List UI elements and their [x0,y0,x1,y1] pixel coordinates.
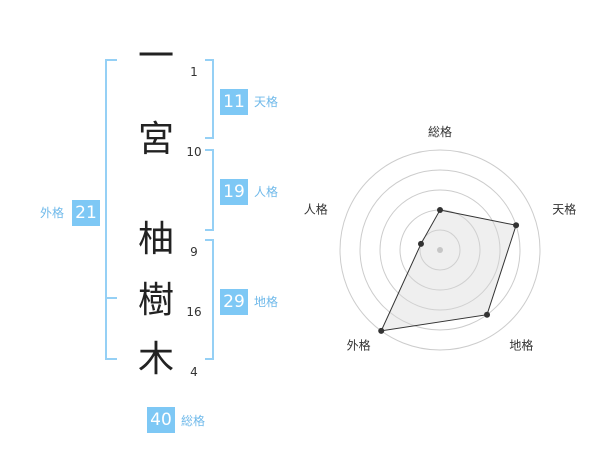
chikaku-bracket [205,239,214,360]
radar-ring [419,229,461,271]
stroke-count: 9 [190,245,198,259]
radar-axis-label: 外格 [347,337,371,352]
name-character: 柚 [137,219,174,260]
radar-point [437,207,443,213]
radar-ring [379,189,501,311]
stroke-count: 10 [186,145,202,159]
chikaku-value: 29 [220,289,248,315]
radar-axis-label: 人格 [304,202,328,217]
stroke-count: 1 [190,65,198,79]
radar-polygon [380,209,517,332]
gaikaku-value: 21 [72,200,100,226]
tenkaku-value: 11 [220,89,248,115]
name-character: 木 [137,339,174,380]
name-diagram: 一 宮 柚 樹 木 1 10 9 16 4 11 19 29 21 40 天格 … [40,36,279,433]
gaikaku-bracket-tick [105,297,117,299]
radar-point [378,327,385,334]
name-character: 宮 [137,119,174,160]
name-character: 樹 [137,280,174,321]
stroke-count: 16 [186,305,202,319]
jinkaku-value: 19 [220,179,248,205]
name-character: 一 [137,36,174,77]
stroke-count: 4 [190,365,198,379]
radar-axis-label: 総格 [428,124,452,139]
soukaku-label: 総格 [181,414,206,428]
soukaku-value: 40 [147,407,175,433]
radar-point [417,240,424,247]
radar-center-dot [437,247,443,253]
radar-ring [339,149,541,351]
jinkaku-bracket [205,149,214,231]
radar-point [484,311,491,318]
chikaku-label: 地格 [254,295,279,309]
gaikaku-bracket [105,59,117,360]
radar-ring [359,169,521,331]
jinkaku-label: 人格 [254,185,279,199]
radar-point [513,222,520,229]
tenkaku-label: 天格 [254,95,279,109]
radar-axis-label: 天格 [552,202,576,217]
radar-axis-label: 地格 [509,337,533,352]
gaikaku-label: 外格 [40,206,65,220]
tenkaku-bracket [205,59,214,139]
